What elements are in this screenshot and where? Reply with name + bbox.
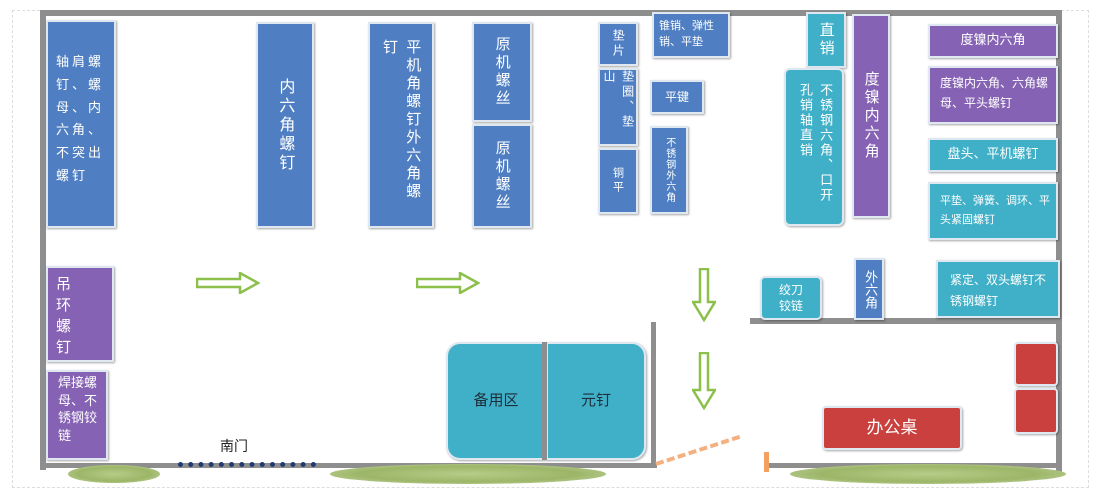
area-stainless-hex-label: 不锈钢外六角 [663, 137, 675, 203]
area-weld-nut: 焊接螺母、不锈钢铰链 [46, 370, 108, 460]
area-eye-bolt: 吊环螺钉 [46, 266, 114, 362]
area-eye-bolt-label: 吊环螺钉 [56, 275, 75, 356]
area-stainless-pins-label: 不锈钢六角、口开孔销轴直销 [797, 83, 833, 203]
area-original-screws-2: 原机螺丝 [472, 124, 532, 228]
cabinet-2 [1014, 388, 1058, 434]
area-taper-pin-label: 锥销、弹性销、平垫 [659, 19, 714, 48]
area-outer-hex: 外六角 [854, 258, 884, 320]
area-pan-head: 盘头、平机螺钉 [928, 138, 1058, 172]
area-gasket-label: 垫片 [611, 29, 626, 59]
area-nickel-hex-horizontal: 度镍内六角 [928, 24, 1058, 58]
wall-partition-horizontal [750, 318, 1060, 324]
area-original-screws-2-label: 原机螺丝 [493, 140, 512, 212]
south-door[interactable] [178, 462, 316, 467]
area-flat-machine-screws: 平机角螺钉外六角螺钉 [368, 22, 434, 228]
wall-top [40, 10, 1060, 16]
area-set-screws-label: 紧定、双头螺钉不锈钢螺钉 [950, 273, 1047, 308]
area-pan-head-label: 盘头、平机螺钉 [947, 146, 1039, 162]
area-spare-label: 备用区 [473, 391, 519, 410]
area-weld-nut-label: 焊接螺母、不锈钢铰链 [58, 376, 98, 444]
cabinet-1 [1014, 342, 1058, 386]
wall-bottom-left [40, 463, 657, 468]
area-washer: 垫圈、垫山 [598, 68, 638, 146]
area-copper-flat-label: 铜平 [611, 167, 625, 195]
flow-arrow-down-2-icon [692, 352, 716, 410]
area-flat-washer-set: 平垫、弹簧、调环、平头紧固螺钉 [928, 182, 1058, 240]
area-nickel-hex-nuts: 度镍内六角、六角螺母、平头螺钉 [928, 66, 1058, 124]
area-copper-flat: 铜平 [598, 148, 638, 214]
wall-left [40, 10, 46, 470]
spare-divider [542, 342, 547, 460]
area-nickel-hex-horizontal-label: 度镍内六角 [960, 32, 1026, 48]
area-flat-washer-set-label: 平垫、弹簧、调环、平头紧固螺钉 [940, 194, 1050, 227]
area-taper-pin: 锥销、弹性销、平垫 [652, 12, 730, 58]
area-stainless-pins: 不锈钢六角、口开孔销轴直销 [784, 68, 844, 226]
area-flat-key-label: 平键 [664, 89, 689, 104]
area-flat-key: 平键 [650, 80, 704, 114]
area-straight-pin: 直销 [806, 12, 846, 68]
area-rivets: 元钉 [546, 342, 646, 460]
grass-patch-right [790, 464, 1066, 484]
area-nickel-hex-nuts-label: 度镍内六角、六角螺母、平头螺钉 [940, 76, 1049, 110]
area-reamer: 绞刀铰链 [760, 276, 822, 320]
area-straight-pin-label: 直销 [817, 22, 836, 58]
flow-arrow-right-1-icon [196, 272, 260, 294]
flow-arrow-down-1-icon [692, 268, 716, 322]
area-shoulder-screws-label: 轴肩螺钉、螺母、内六角、不突出螺钉 [56, 55, 105, 184]
grass-patch-center [330, 464, 606, 484]
east-door-post [764, 452, 769, 472]
flow-arrow-right-2-icon [416, 272, 480, 294]
grass-patch-left [68, 465, 160, 483]
area-stainless-hex: 不锈钢外六角 [650, 126, 688, 214]
area-shoulder-screws: 轴肩螺钉、螺母、内六角、不突出螺钉 [46, 20, 116, 228]
area-hex-socket-screws-label: 内六角螺钉 [276, 77, 296, 173]
area-gasket: 垫片 [598, 22, 638, 66]
area-outer-hex-label: 外六角 [862, 269, 878, 309]
area-hex-socket-screws: 内六角螺钉 [256, 22, 314, 228]
office-desk-label: 办公桌 [866, 417, 918, 438]
area-reamer-label: 绞刀铰链 [778, 282, 803, 313]
area-washer-label: 垫圈、垫山 [602, 70, 635, 130]
area-spare: 备用区 [446, 342, 546, 460]
south-door-label: 南门 [220, 439, 248, 455]
wall-partition-vertical [651, 322, 656, 468]
area-flat-machine-screws-label: 平机角螺钉外六角螺钉 [381, 39, 423, 201]
area-original-screws-1: 原机螺丝 [472, 22, 532, 122]
wall-right [1056, 10, 1062, 472]
area-set-screws: 紧定、双头螺钉不锈钢螺钉 [936, 260, 1060, 318]
area-nickel-hex-vertical: 度镍内六角 [852, 14, 890, 218]
area-nickel-hex-vertical-label: 度镍内六角 [862, 71, 881, 161]
office-desk: 办公桌 [822, 406, 962, 450]
area-rivets-label: 元钉 [580, 391, 611, 410]
area-original-screws-1-label: 原机螺丝 [493, 36, 512, 108]
